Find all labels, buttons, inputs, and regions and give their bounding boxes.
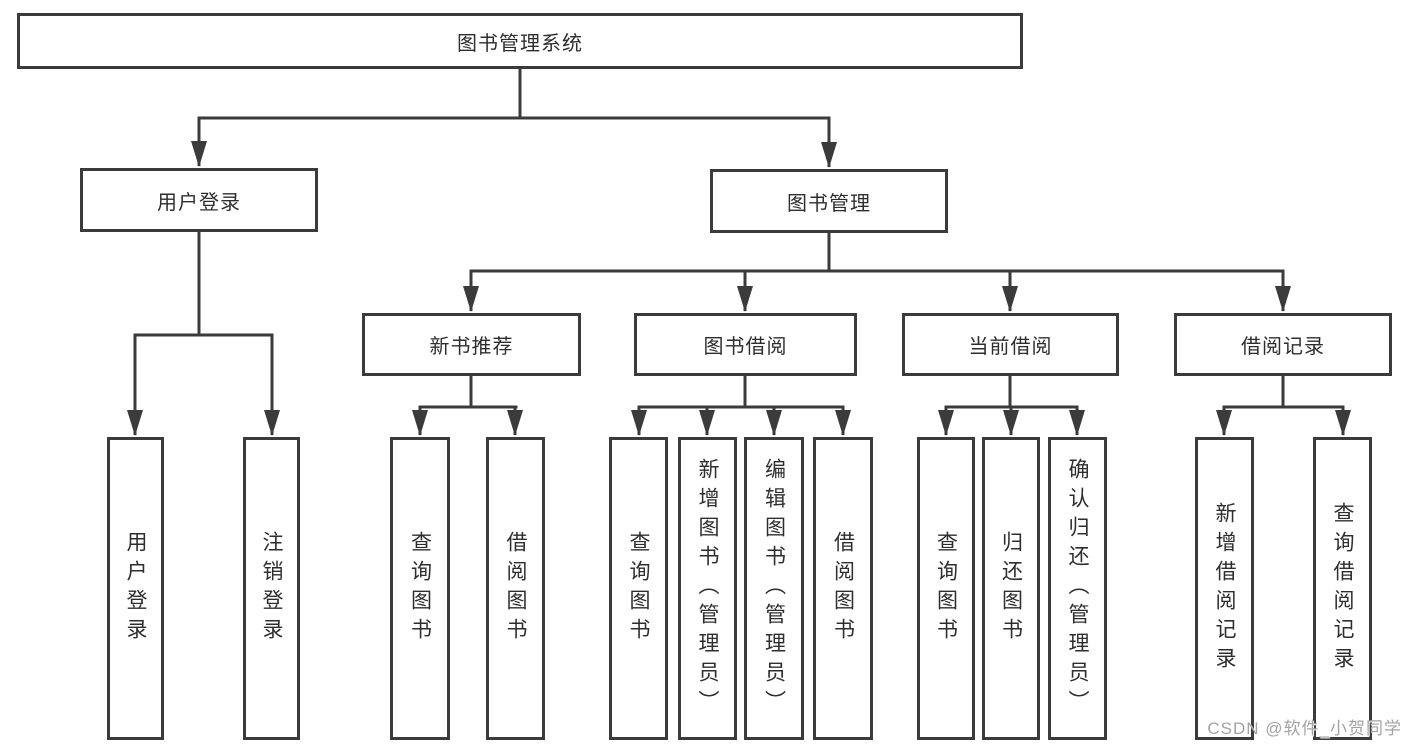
leaf-edit-books-admin: 编辑图书（管理员） [744, 437, 804, 740]
leaf-return-books: 归还图书 [982, 437, 1040, 740]
node-user-login: 用户登录 [80, 168, 318, 232]
leaf-logout: 注销登录 [243, 437, 300, 740]
csdn-watermark: CSDN @软件_小贺同学 [1207, 719, 1402, 738]
leaf-query-borrow-record: 查询借阅记录 [1313, 437, 1372, 740]
node-borrowing-records: 借阅记录 [1174, 313, 1392, 376]
node-book-borrowing: 图书借阅 [634, 313, 857, 376]
leaf-borrowing-query-books: 查询图书 [609, 437, 668, 740]
leaf-borrowing-borrow-books: 借阅图书 [813, 437, 873, 740]
leaf-add-borrow-record: 新增借阅记录 [1195, 437, 1254, 740]
leaf-user-login: 用户登录 [107, 437, 164, 740]
leaf-current-query-books: 查询图书 [917, 437, 975, 740]
leaf-add-books-admin: 新增图书（管理员） [678, 437, 737, 740]
node-current-borrowing: 当前借阅 [902, 313, 1119, 376]
leaf-recommend-query-books: 查询图书 [390, 437, 450, 740]
leaf-recommend-borrow-books: 借阅图书 [486, 437, 545, 740]
leaf-confirm-return-admin: 确认归还（管理员） [1048, 437, 1107, 740]
node-new-book-recommendation: 新书推荐 [362, 313, 581, 376]
node-book-management: 图书管理 [710, 169, 948, 233]
node-library-management-system: 图书管理系统 [17, 13, 1023, 69]
